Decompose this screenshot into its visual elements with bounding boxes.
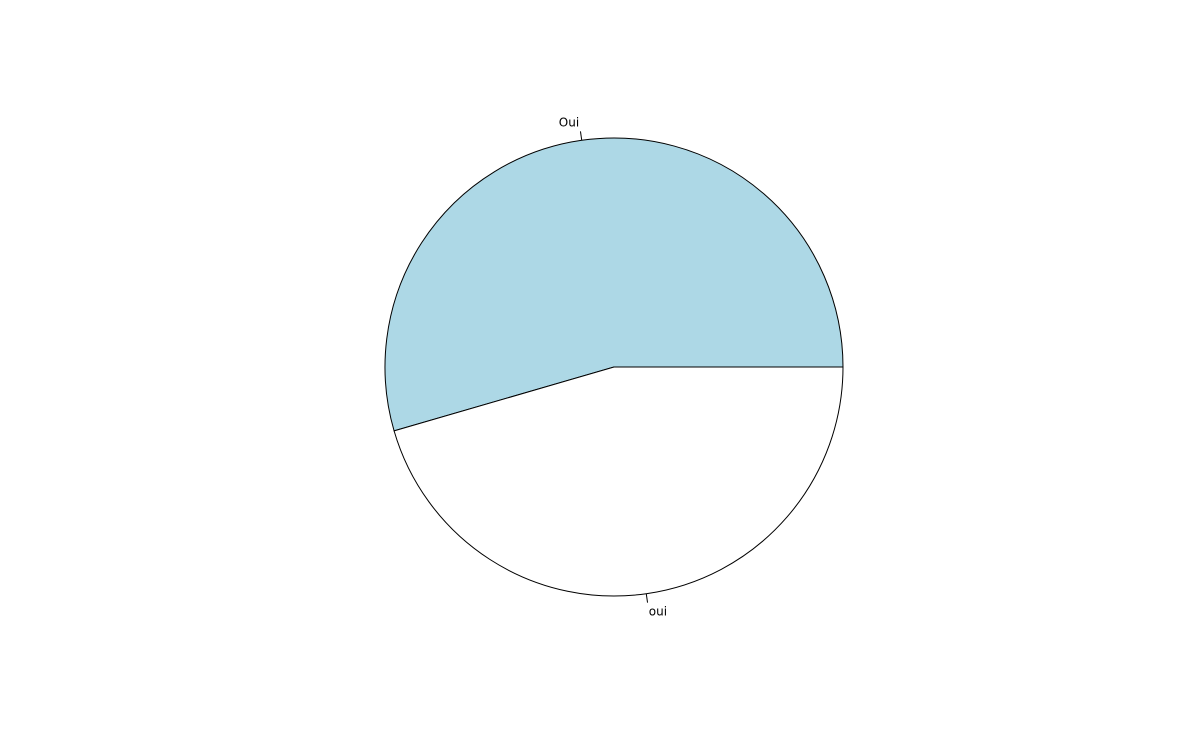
pie-slice-oui-1 [393, 366, 844, 597]
label-tick-0 [579, 131, 583, 141]
pie-slices [384, 137, 844, 597]
pie-labels: Oui oui [559, 115, 667, 618]
slice-label-1: oui [649, 605, 667, 619]
slice-label-0: Oui [559, 115, 579, 129]
pie-slice-oui-0 [384, 137, 844, 432]
label-tick-1 [645, 593, 649, 603]
